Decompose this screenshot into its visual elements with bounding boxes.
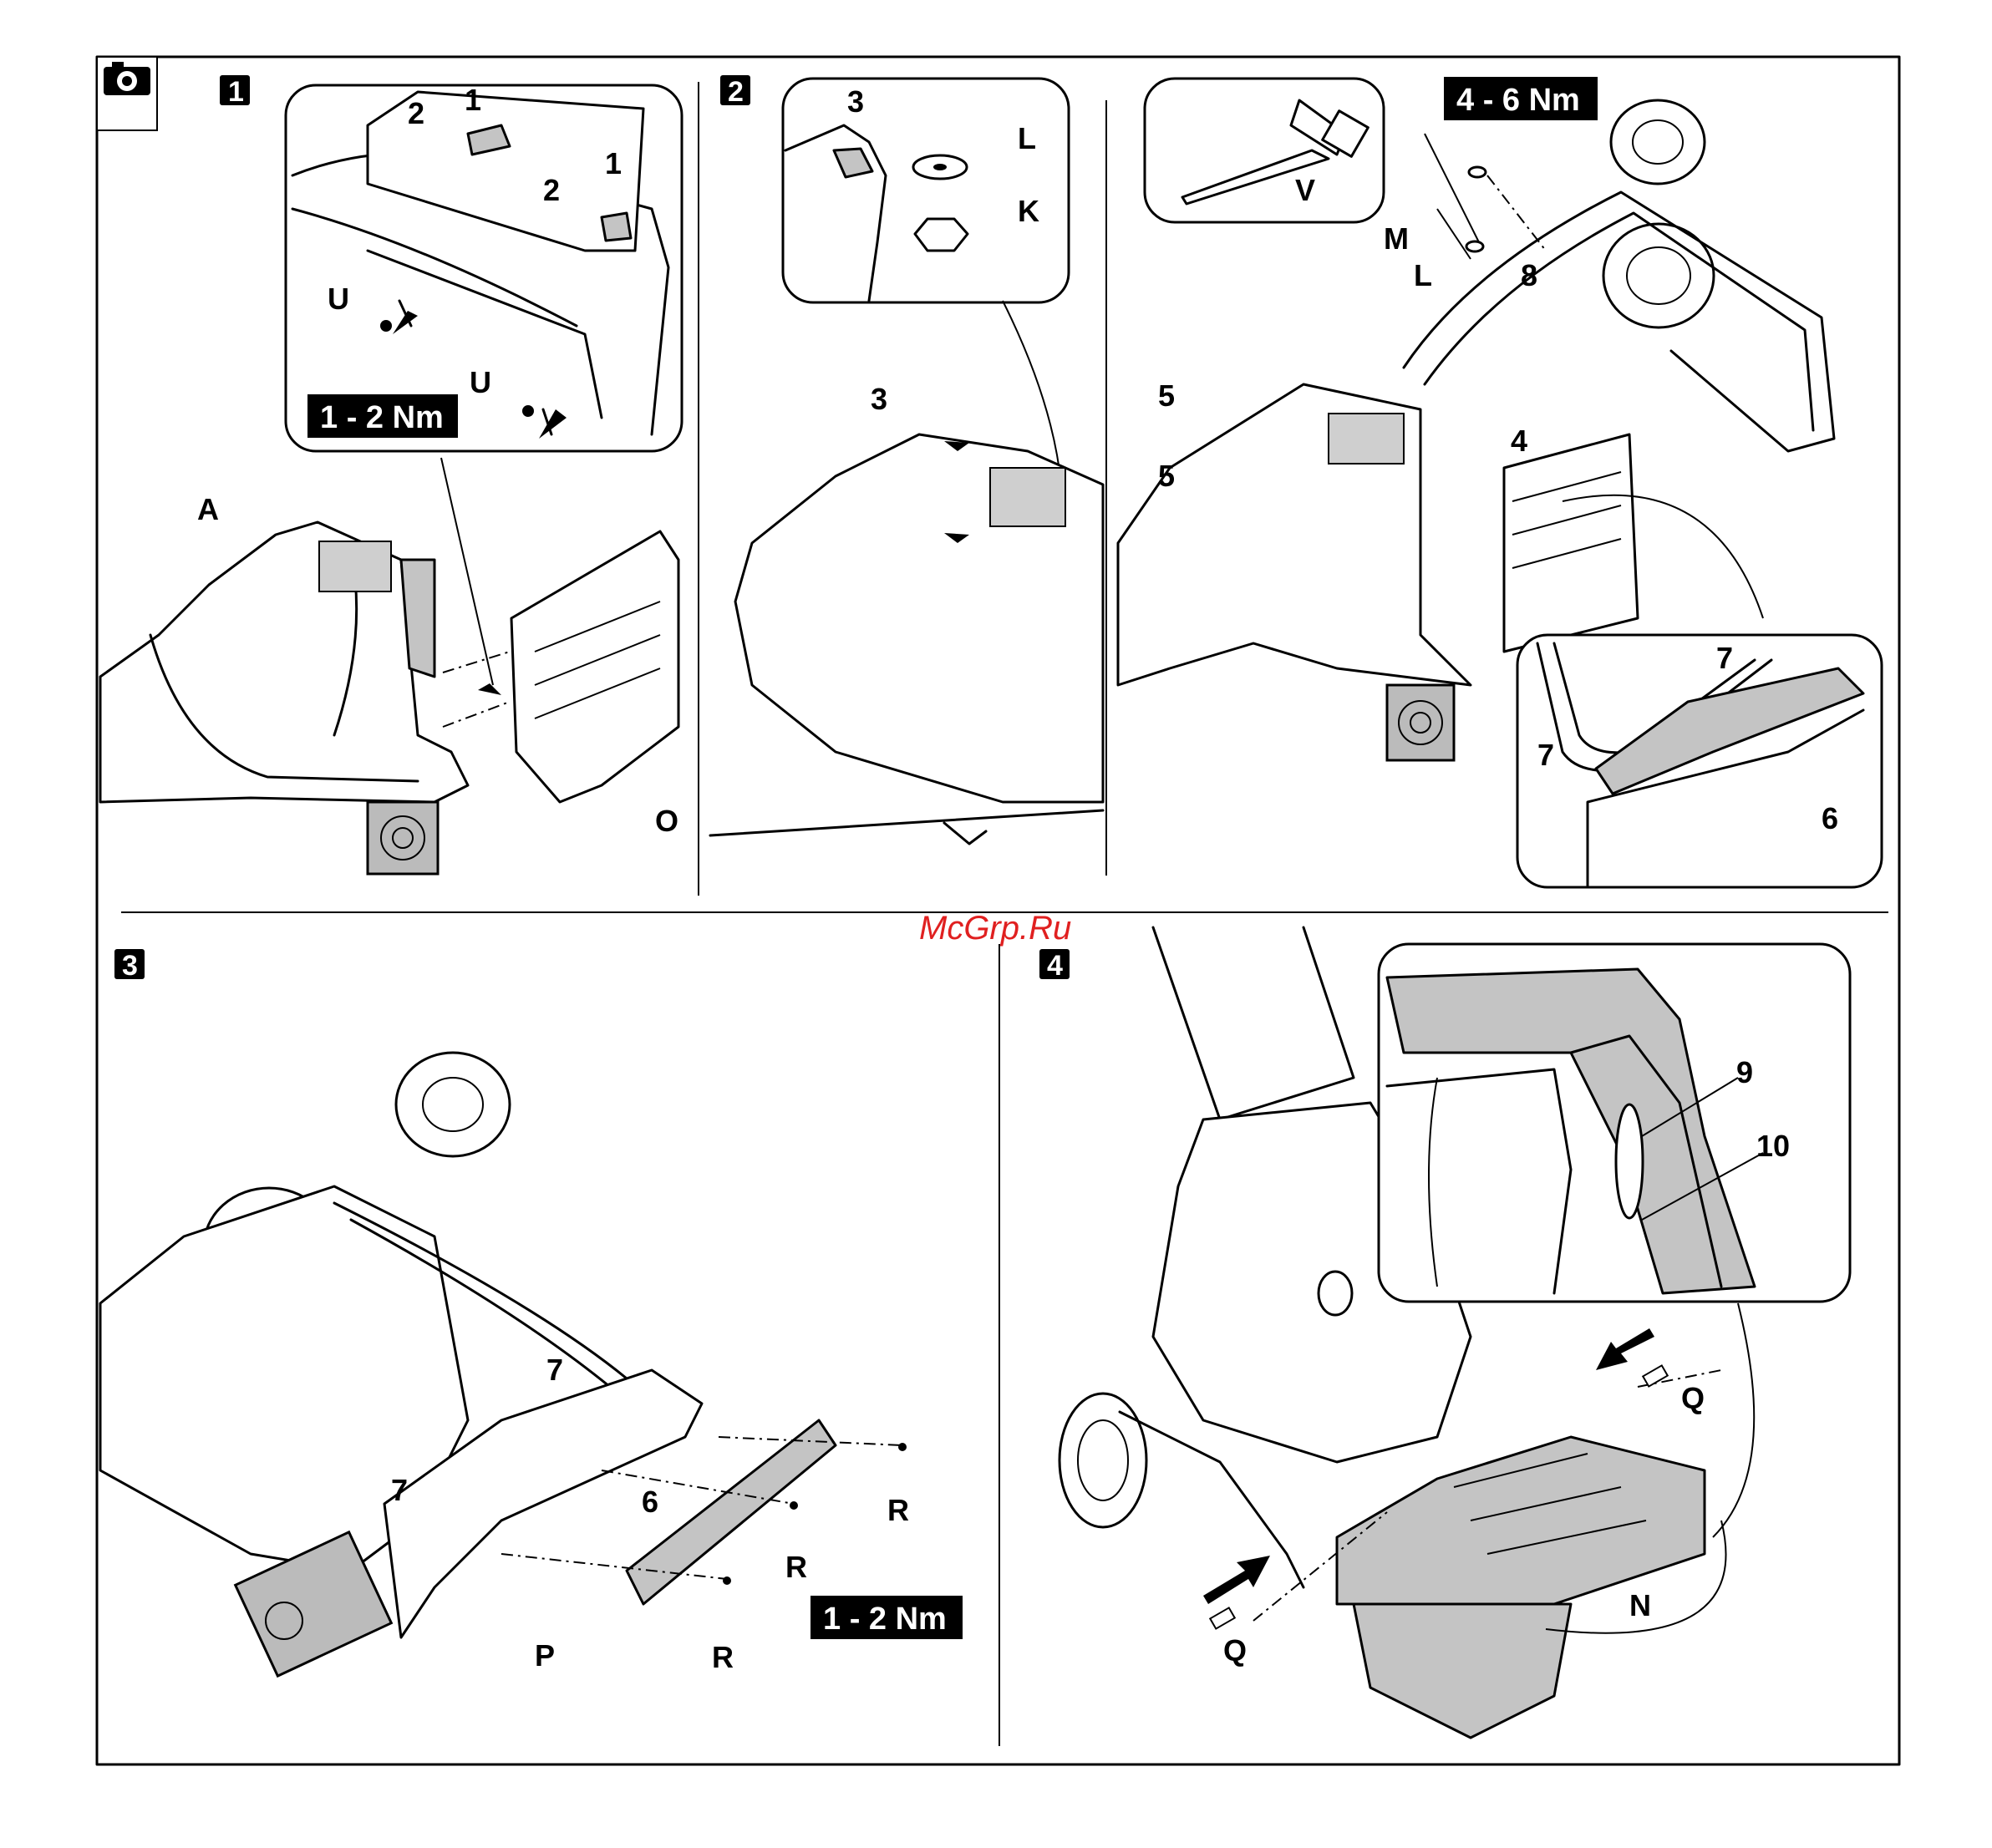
screw <box>522 405 534 417</box>
chute-part <box>1504 434 1638 652</box>
handle-frame <box>1404 192 1834 451</box>
arrow-icon <box>1203 1556 1270 1604</box>
label: Q <box>1681 1381 1705 1415</box>
shredder-body <box>1118 384 1471 685</box>
arrow-icon <box>1596 1328 1654 1370</box>
torque-label-2: 4 - 6 Nm <box>1456 83 1580 118</box>
label: 6 <box>1822 801 1838 835</box>
screw <box>723 1576 731 1585</box>
label: U <box>470 365 491 399</box>
step-number-4: 4 <box>1047 950 1063 982</box>
guard-part-n <box>1337 1437 1705 1604</box>
panel-step-4: 4 Q Q N 9 10 <box>1039 927 1850 1738</box>
label: 1 <box>605 146 622 180</box>
vent-grille <box>1329 414 1404 464</box>
label: O <box>655 804 678 838</box>
screw-q <box>1210 1607 1235 1628</box>
label: L <box>1018 121 1036 155</box>
clip-part <box>602 213 631 241</box>
step-number-2: 2 <box>728 76 744 108</box>
label: R <box>712 1640 734 1674</box>
wheel <box>396 1053 510 1156</box>
torque-label-1: 1 - 2 Nm <box>320 400 444 435</box>
label: U <box>328 282 349 316</box>
vent-grille <box>319 541 391 591</box>
torque-label-3: 1 - 2 Nm <box>823 1602 947 1637</box>
step-number-1: 1 <box>228 76 244 108</box>
label: Q <box>1223 1633 1247 1668</box>
panel-step-1: 1 1 - 2 Nm 1 1 2 2 U U A O <box>100 75 682 874</box>
label: 1 <box>465 83 481 117</box>
seal-part <box>1616 1104 1643 1218</box>
label: 7 <box>546 1353 563 1387</box>
step-number-3: 3 <box>122 950 138 982</box>
panel-step-2: 2 3 L K 3 3 <box>710 75 1103 844</box>
label: 2 <box>408 96 424 130</box>
vent-grille <box>990 468 1065 526</box>
label: 7 <box>1537 738 1554 772</box>
wood-block <box>368 802 438 874</box>
label: A <box>197 492 219 526</box>
label: 3 <box>871 382 887 416</box>
label: N <box>1629 1588 1651 1622</box>
screw <box>380 320 392 332</box>
detail-callout-2 <box>783 79 1069 302</box>
label: L <box>1414 258 1432 292</box>
label: 6 <box>642 1485 658 1519</box>
wood-block <box>1387 685 1454 760</box>
wheel <box>1611 100 1705 184</box>
label: R <box>887 1493 909 1527</box>
panel-step-2b: V 4 - 6 Nm M L 8 5 5 4 7 <box>1118 77 1882 887</box>
chute-part-o <box>511 531 678 802</box>
label: M <box>1384 221 1409 256</box>
screw-q <box>1643 1365 1668 1386</box>
wheel <box>1060 1394 1146 1527</box>
label: V <box>1295 173 1315 207</box>
screw <box>898 1443 907 1451</box>
label: 2 <box>543 173 560 207</box>
screw <box>790 1501 798 1510</box>
label: 3 <box>847 84 864 119</box>
label: 8 <box>1521 258 1537 292</box>
label: 5 <box>1158 459 1175 493</box>
label: 9 <box>1736 1055 1753 1089</box>
label: P <box>535 1638 555 1673</box>
label: K <box>1018 194 1039 228</box>
label: 10 <box>1756 1129 1790 1163</box>
watermark: McGrp.Ru <box>919 910 1071 947</box>
label: 5 <box>1158 378 1175 413</box>
camera-icon <box>97 57 157 130</box>
label: R <box>785 1550 807 1584</box>
label: 7 <box>391 1473 408 1507</box>
panel-step-3: 3 7 7 6 R R R P 1 - 2 Nm <box>100 949 963 1676</box>
label: 7 <box>1716 641 1733 675</box>
bolt-m <box>1425 134 1479 242</box>
label: 4 <box>1511 424 1527 458</box>
